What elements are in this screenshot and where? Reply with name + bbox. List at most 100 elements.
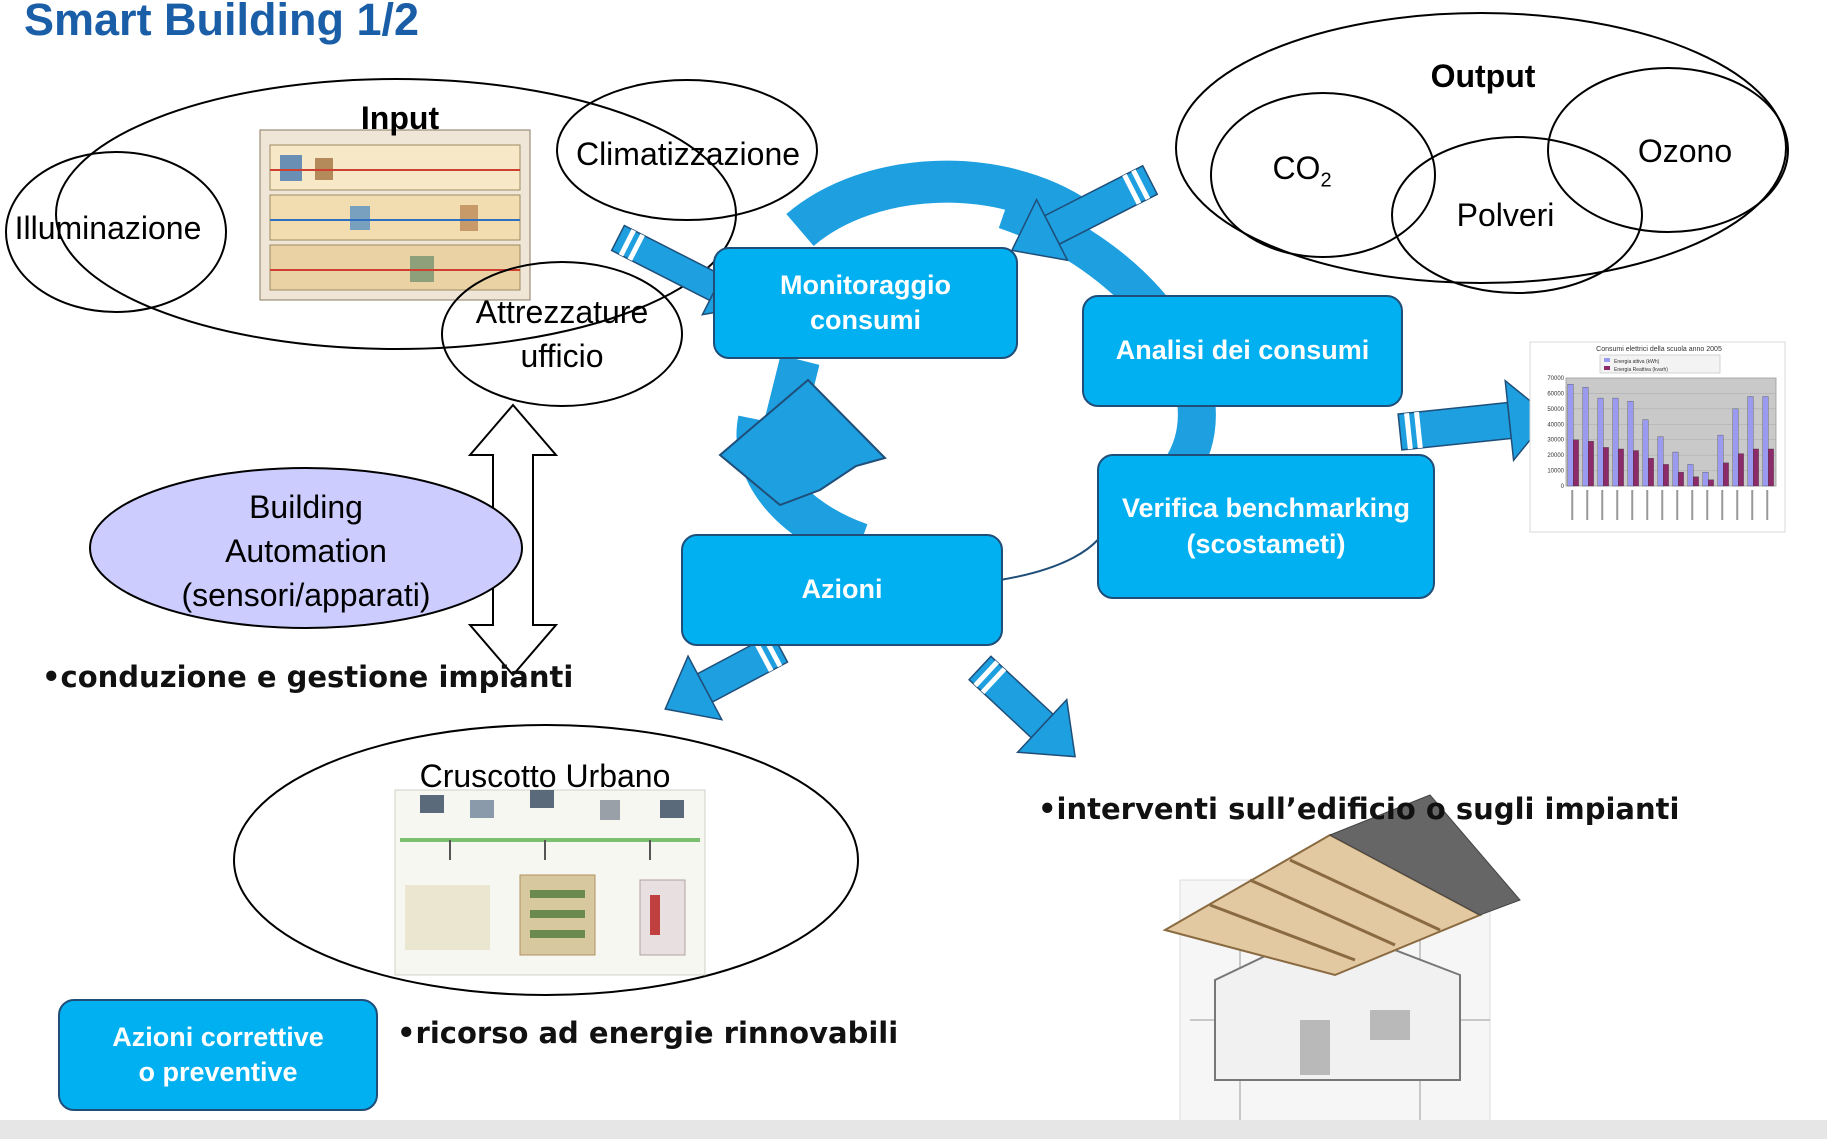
- bar-reattiva: [1618, 448, 1624, 487]
- bar-reattiva: [1738, 453, 1744, 487]
- bullet-ricorso: •ricorso ad energie rinnovabili: [397, 1016, 899, 1050]
- co2-subscript: 2: [1320, 169, 1332, 192]
- bar-attiva: [1612, 397, 1619, 487]
- bar-attiva: [1717, 434, 1724, 487]
- house-illustration: [1162, 794, 1521, 1126]
- verifica-line2: (scostameti): [1186, 528, 1346, 559]
- ufficio-label: ufficio: [520, 338, 604, 374]
- illuminazione-ellipse: [5, 151, 227, 313]
- bar-attiva: [1657, 436, 1664, 487]
- output-ellipse: [1175, 12, 1787, 284]
- bar-reattiva: [1648, 458, 1654, 487]
- output-label: Output: [1430, 58, 1536, 94]
- cycle-arrowhead-up: [718, 378, 887, 507]
- bar-reattiva: [1768, 448, 1774, 487]
- y-tick-label: 50000: [1547, 407, 1564, 413]
- input-label: Input: [360, 100, 440, 136]
- input-ellipse: [55, 78, 737, 350]
- monitoraggio-line2: consumi: [809, 305, 922, 335]
- climatizzazione-label: Climatizzazione: [575, 136, 801, 172]
- x-tick-mark: [1721, 490, 1724, 520]
- co2-ellipse: [1210, 92, 1436, 258]
- x-tick-mark: [1571, 490, 1574, 520]
- bar-attiva: [1627, 400, 1634, 487]
- bar-attiva: [1687, 464, 1694, 487]
- x-tick-mark: [1601, 490, 1604, 520]
- x-axis-labels: [1571, 490, 1769, 520]
- x-tick-mark: [1736, 490, 1739, 520]
- building-illustration: [259, 129, 531, 301]
- bar-attiva: [1702, 471, 1709, 487]
- cruscotto-network-illustration: [394, 789, 706, 976]
- co2-label: CO2: [1262, 150, 1342, 192]
- page-title: Smart Building 1/2: [24, 0, 420, 45]
- x-tick-mark: [1646, 490, 1649, 520]
- y-tick-label: 20000: [1547, 453, 1564, 459]
- legend-entry-2: Energia Reattiva (kvarh): [1614, 367, 1668, 373]
- azioni-to-interventi-arrow: [968, 655, 1076, 758]
- chart-bars: [1567, 384, 1774, 487]
- x-tick-mark: [1661, 490, 1664, 520]
- y-tick-label: 10000: [1547, 469, 1564, 475]
- analisi-label: Analisi dei consumi: [1115, 335, 1370, 366]
- x-tick-mark: [1691, 490, 1694, 520]
- polveri-ellipse: [1391, 136, 1643, 294]
- bar-attiva: [1642, 419, 1649, 487]
- y-tick-label: 40000: [1547, 422, 1564, 428]
- legend-box: Azioni correttive o preventive: [58, 999, 378, 1111]
- analisi-box: Analisi dei consumi: [1082, 295, 1403, 407]
- bar-attiva: [1762, 396, 1769, 487]
- bar-reattiva: [1603, 447, 1609, 487]
- building-automation-label: Building Automation (sensori/apparati): [116, 485, 496, 617]
- bar-attiva: [1747, 396, 1754, 487]
- bar-reattiva: [1573, 439, 1579, 487]
- cruscotto-ellipse: [233, 724, 859, 996]
- illuminazione-label: Illuminazione: [14, 210, 202, 246]
- bar-reattiva: [1693, 476, 1699, 487]
- x-tick-mark: [1766, 490, 1769, 520]
- x-tick-mark: [1586, 490, 1589, 520]
- x-tick-mark: [1751, 490, 1754, 520]
- verifica-box: Verifica benchmarking (scostameti): [1097, 454, 1435, 599]
- y-tick-label: 30000: [1547, 438, 1564, 444]
- ozono-ellipse: [1547, 67, 1789, 233]
- monitoraggio-line1: Monitoraggio: [780, 269, 951, 300]
- x-tick-mark: [1706, 490, 1709, 520]
- x-tick-mark: [1676, 490, 1679, 520]
- cycle-arc-top: [786, 160, 1092, 247]
- y-tick-label: 0: [1561, 484, 1565, 490]
- bullet-interventi: •interventi sull’edificio o sugli impian…: [1038, 792, 1680, 826]
- azioni-label: Azioni: [801, 574, 883, 605]
- attrezzature-label: Attrezzature: [475, 294, 649, 330]
- bar-attiva: [1582, 387, 1589, 487]
- polveri-label: Polveri: [1456, 197, 1555, 233]
- x-tick-mark: [1616, 490, 1619, 520]
- azioni-box: Azioni: [681, 534, 1003, 646]
- bar-reattiva: [1708, 479, 1714, 487]
- monitoraggio-box: Monitoraggio consumi: [713, 247, 1018, 359]
- bar-reattiva: [1633, 450, 1639, 487]
- cruscotto-label: Cruscotto Urbano: [419, 758, 671, 794]
- ba-line1: Building: [249, 489, 363, 525]
- footer-band: [0, 1120, 1827, 1139]
- y-tick-label: 70000: [1547, 376, 1564, 382]
- climatizzazione-ellipse: [556, 79, 818, 221]
- legend-entry-1: Energia attiva (kWh): [1614, 359, 1660, 365]
- ozono-label: Ozono: [1637, 133, 1733, 169]
- thumbnail-chart-title: Consumi elettrici della scuola anno 2005: [1596, 346, 1722, 353]
- bar-attiva: [1597, 397, 1604, 487]
- bar-attiva: [1567, 384, 1574, 487]
- bar-reattiva: [1723, 462, 1729, 487]
- bar-reattiva: [1753, 448, 1759, 487]
- ba-line2: Automation: [225, 533, 387, 569]
- bar-reattiva: [1678, 471, 1684, 487]
- verifica-to-chart-arrow: [1397, 378, 1551, 463]
- x-tick-mark: [1631, 490, 1634, 520]
- verifica-line1: Verifica benchmarking: [1121, 493, 1411, 524]
- thumbnail-chart: Consumi elettrici della scuola anno 2005…: [1529, 341, 1786, 533]
- bar-reattiva: [1588, 441, 1594, 487]
- legend-box-line1: Azioni correttive: [112, 1021, 324, 1052]
- attrezzature-ellipse: [441, 261, 683, 407]
